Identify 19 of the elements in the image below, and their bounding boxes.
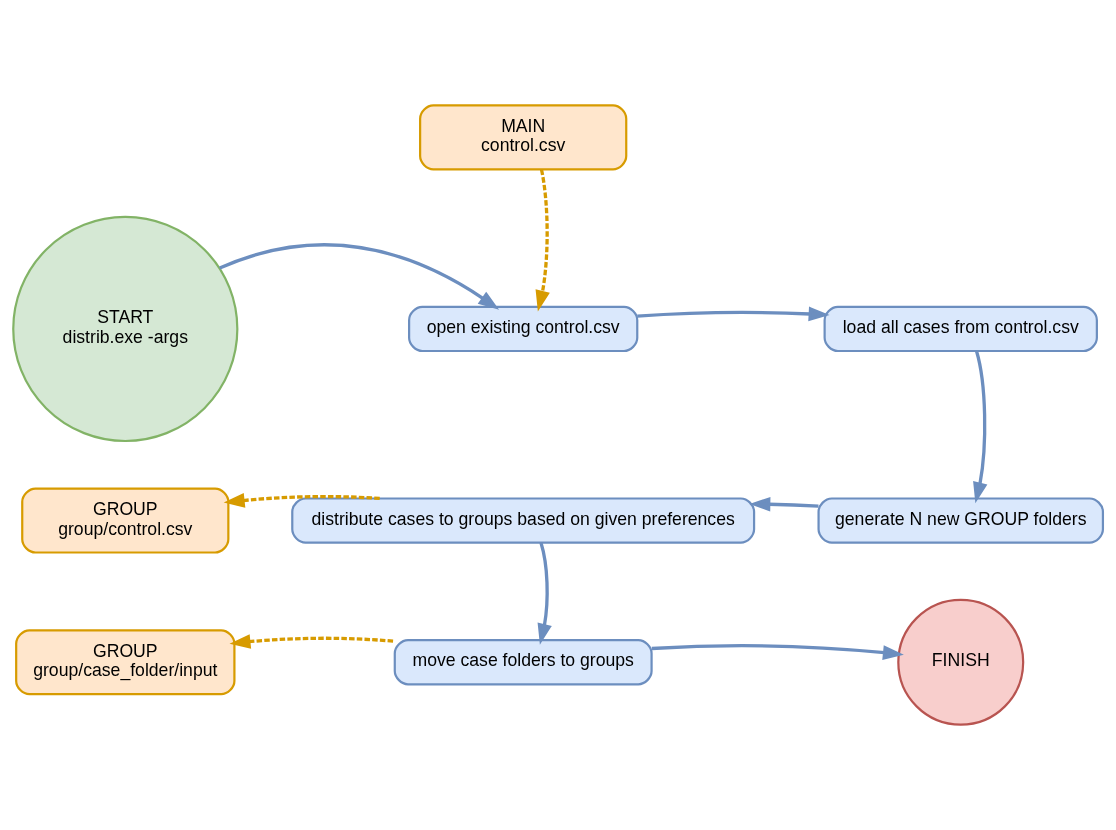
arrow	[219, 243, 500, 310]
node-box: MAIN control.csv	[419, 104, 628, 171]
node-box: GROUP group/control.csv	[21, 487, 230, 554]
node-box: move case folders to groups	[393, 639, 653, 686]
node-box: distribute cases to groups based on given preferences	[291, 497, 756, 544]
arrow	[637, 306, 830, 322]
arrow	[973, 350, 988, 504]
arrow	[537, 542, 552, 645]
arrow	[749, 496, 819, 512]
node-box: GROUP group/case_folder/input	[15, 629, 236, 696]
node-circle: FINISH	[897, 598, 1025, 726]
node-box: load all cases from control.csv	[823, 305, 1098, 353]
arrow	[651, 644, 904, 660]
arrow	[535, 169, 550, 312]
node-box: generate N new GROUP folders	[817, 497, 1105, 544]
node-box: open existing control.csv	[408, 305, 639, 353]
arrow	[229, 634, 395, 649]
node-circle: START distrib.exe -args	[12, 215, 239, 443]
arrow	[223, 493, 381, 508]
